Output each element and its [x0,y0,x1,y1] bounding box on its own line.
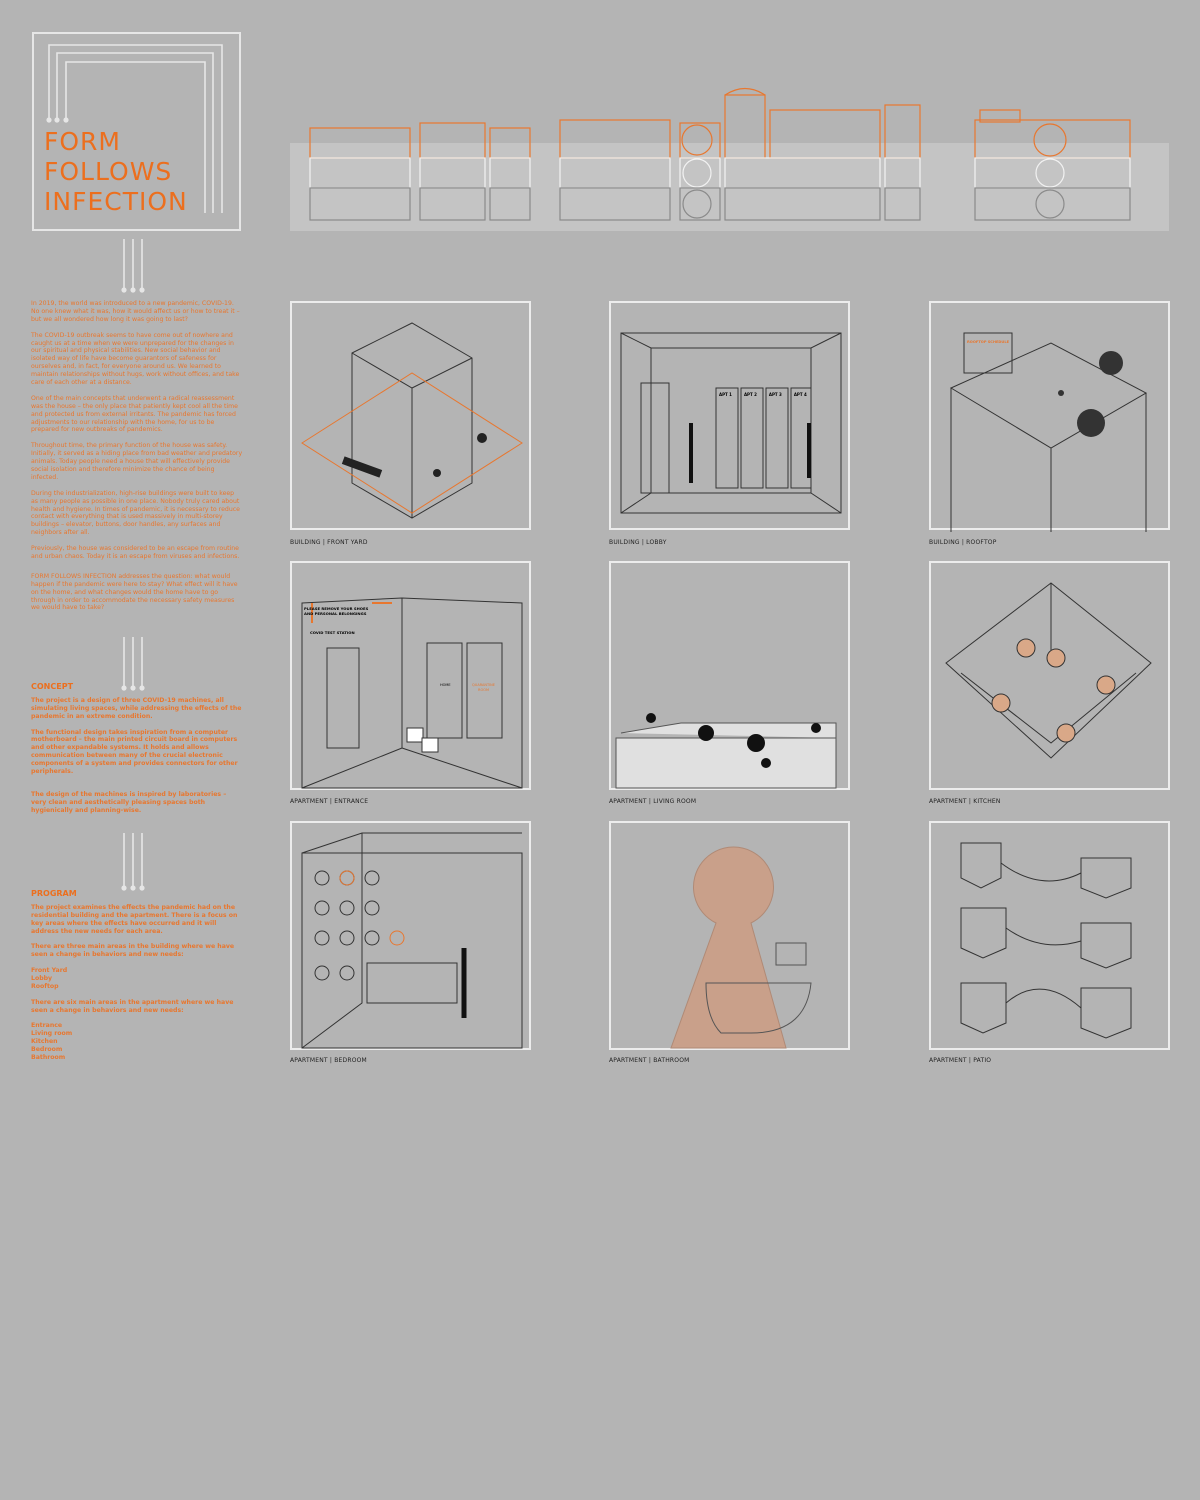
sign-text: PLEASE REMOVE YOUR SHOES [304,606,369,611]
paragraph: One of the main concepts that underwent … [31,394,238,434]
paragraph: During the industrialization, high-rise … [31,489,240,537]
elevation-gray-layer [309,187,1131,221]
front-yard-illustration [301,322,523,519]
panel-caption: APARTMENT | LIVING ROOM [609,798,697,805]
paragraph: FORM FOLLOWS INFECTION addresses the que… [31,572,238,612]
apt-label: APT 1 [719,392,732,397]
covid-test-station-sign: COVID TEST STATION [310,630,355,635]
concept-heading: CONCEPT [31,682,74,691]
paragraph: In 2019, the world was introduced to a n… [31,300,240,323]
panel-caption: APARTMENT | BEDROOM [290,1057,367,1064]
paragraph: The project examines the effects the pan… [31,903,238,935]
panel-caption: BUILDING | FRONT YARD [290,539,368,546]
panel-front-yard [290,301,531,530]
paragraph: Throughout time, the primary function of… [31,442,243,481]
door-label: QUARANTINE [472,683,496,687]
title-line: INFECTION [44,187,188,216]
panel-caption: APARTMENT | BATHROOM [609,1057,690,1064]
door-label: ROOM [478,688,489,692]
bathroom-illustration [670,846,812,1049]
rooftop-schedule-label: ROOFTOP SCHEDULE [967,340,1010,344]
title-frame [32,32,241,231]
paragraph: There are three main areas in the buildi… [31,943,235,959]
building-elevations [309,87,1131,221]
patio-illustration [960,842,1132,1039]
kitchen-illustration [945,582,1152,759]
panel-caption: APARTMENT | ENTRANCE [290,798,369,805]
apt-label: APT 4 [793,392,807,397]
panel-bathroom [609,821,850,1050]
list-item: Bedroom [31,1046,63,1054]
rooftop-illustration [949,332,1148,532]
panel-caption: APARTMENT | PATIO [929,1057,992,1064]
concept-section: CONCEPT The project is a design of three… [31,683,243,823]
apt-label: APT 2 [743,392,757,397]
circuit-lines-lower [121,637,145,891]
panel-caption: BUILDING | ROOFTOP [929,539,997,546]
apt-label: APT 3 [768,392,782,397]
paragraph: The design of the machines is inspired b… [31,790,227,814]
list-item: Front Yard [31,967,68,975]
panel-living-room [609,561,850,790]
panel-patio [929,821,1170,1050]
paragraph: The project is a design of three COVID-1… [31,696,242,720]
panel-rooftop: ROOFTOP SCHEDULE [929,301,1170,532]
list-item: Entrance [31,1022,63,1030]
home-door-label: HOME [440,683,451,687]
bedroom-illustration [301,832,523,1049]
elevation-orange-layer [309,87,1131,159]
list-item: Living room [31,1030,73,1038]
paragraph: The functional design takes inspiration … [31,728,238,776]
list-item: Bathroom [31,1054,66,1062]
poster-title: FORM FOLLOWS INFECTION [44,127,188,217]
living-room-illustration [615,713,837,789]
program-section: PROGRAM The project examines the effects… [31,890,243,1070]
list-item: Rooftop [31,982,59,990]
elevation-white-layer [309,157,1131,189]
panel-lobby: APT 1 APT 2 APT 3 APT 4 [609,301,850,530]
apartment-areas-list: Entrance Living room Kitchen Bedroom Bat… [31,1022,243,1062]
building-areas-list: Front Yard Lobby Rooftop [31,967,243,991]
title-line: FORM [44,127,121,156]
title-line: FOLLOWS [44,157,173,186]
paragraph: There are six main areas in the apartmen… [31,998,234,1014]
sign-text: AND PERSONAL BELONGINGS [304,611,367,616]
panel-bedroom [290,821,531,1050]
list-item: Kitchen [31,1038,58,1046]
apartment-labels: APT 1 APT 2 APT 3 APT 4 [719,392,807,397]
lobby-illustration [620,332,842,514]
paragraph: Previously, the house was considered to … [31,545,240,560]
entrance-illustration [301,597,523,789]
paragraph: The COVID-19 outbreak seems to have come… [31,331,240,387]
intro-text: In 2019, the world was introduced to a n… [31,300,243,620]
program-heading: PROGRAM [31,889,77,898]
list-item: Lobby [31,975,53,983]
panel-kitchen [929,561,1170,790]
circuit-lines-decoration [46,44,223,293]
panel-caption: BUILDING | LOBBY [609,539,667,546]
panel-caption: APARTMENT | KITCHEN [929,798,1001,805]
